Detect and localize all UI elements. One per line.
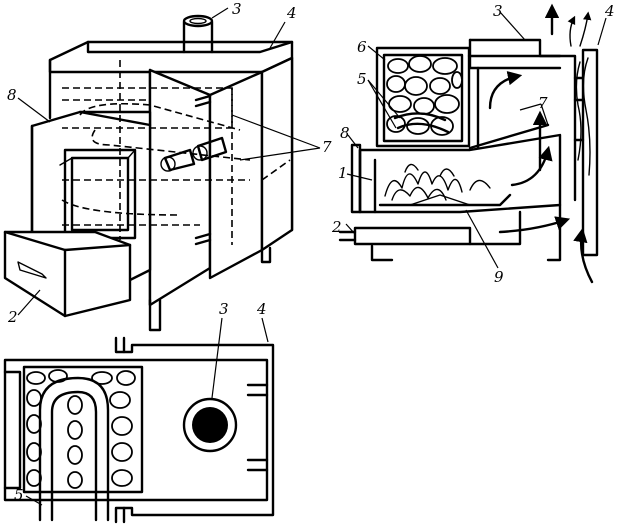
label-door-8: 8: [340, 124, 350, 142]
label-ashpan-2: 2: [331, 218, 342, 236]
label-stones-6: 6: [357, 38, 367, 56]
label-jacket-4: 4: [286, 4, 297, 22]
label-door-8: 8: [7, 86, 17, 104]
plan-view: 3 4 5: [3, 300, 275, 524]
label-coil-5: 5: [357, 70, 367, 88]
label-ashpan-2: 2: [7, 308, 18, 326]
label-chimney-3: 3: [232, 0, 242, 18]
label-jacket-4: 4: [604, 2, 615, 20]
pipe-stubs: [160, 94, 228, 246]
label-chimney-3: 3: [219, 300, 229, 318]
label-jacket-4: 4: [256, 300, 267, 318]
label-pipes-7: 7: [322, 138, 332, 156]
label-grate-9: 9: [494, 268, 504, 286]
label-coil-5: 5: [14, 486, 24, 504]
plan-stones: [26, 369, 136, 489]
isometric-view: 3 4 8 2 7: [3, 0, 332, 332]
flames: [384, 163, 491, 201]
label-pipes-7: 7: [538, 94, 548, 112]
label-firebox-1: 1: [338, 164, 348, 182]
section-view: 3 4 6 5 8 1 2 7 9: [331, 2, 615, 286]
label-outlet-3: 3: [493, 2, 503, 20]
